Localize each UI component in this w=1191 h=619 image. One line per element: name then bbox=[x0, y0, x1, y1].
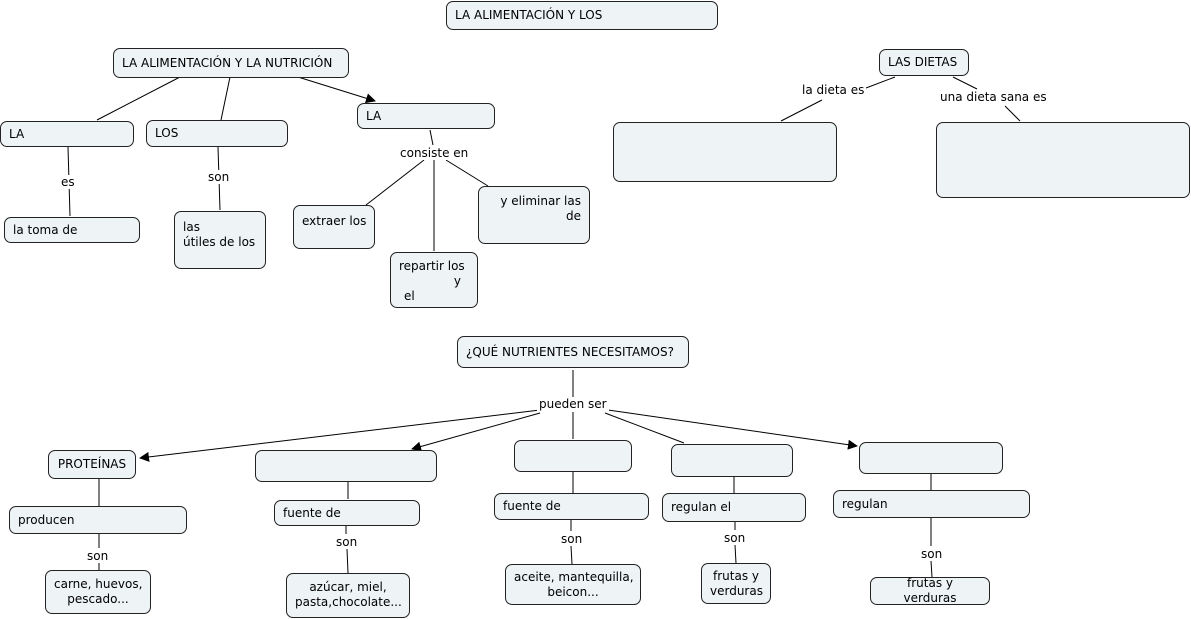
concept-text: extraer los bbox=[302, 214, 367, 228]
concept-pregunta-nutrientes[interactable]: ¿QUÉ NUTRIENTES NECESITAMOS? bbox=[457, 336, 689, 368]
concept-carne-huevos[interactable]: carne, huevos, pescado... bbox=[45, 570, 151, 614]
concept-nutrient-empty[interactable] bbox=[671, 444, 793, 477]
concept-dieta-sana-empty[interactable] bbox=[936, 122, 1190, 198]
concept-text: LAS DIETAS bbox=[888, 55, 958, 69]
link-label-son: son bbox=[919, 547, 945, 561]
concept-text: frutas y bbox=[713, 569, 759, 583]
concept-aceite-mantequilla[interactable]: aceite, mantequilla, beicon... bbox=[505, 564, 641, 605]
concept-text: fuente de bbox=[503, 499, 561, 513]
concept-text: LA ALIMENTACIÓN Y LA NUTRICIÓN bbox=[122, 55, 333, 70]
connector-line bbox=[220, 76, 231, 121]
connector-line bbox=[865, 76, 896, 89]
concept-text: LOS bbox=[155, 126, 179, 140]
link-label-son: son bbox=[206, 170, 232, 184]
concept-text: útiles de los bbox=[183, 235, 256, 249]
concept-regulan-el[interactable]: regulan el bbox=[662, 493, 806, 522]
concept-la-left[interactable]: LA bbox=[0, 121, 134, 147]
connector-line bbox=[607, 409, 858, 450]
connector-line bbox=[930, 560, 933, 578]
concept-text: frutas y verduras bbox=[903, 576, 957, 605]
concept-la-mid[interactable]: LA bbox=[357, 103, 495, 129]
connector-line bbox=[96, 76, 181, 121]
connector-line bbox=[346, 548, 349, 574]
concept-dieta-empty[interactable] bbox=[613, 122, 837, 182]
concept-text: fuente de bbox=[283, 505, 341, 520]
concept-text: verduras bbox=[710, 584, 763, 598]
concept-repartir[interactable]: repartir los y el bbox=[390, 252, 478, 308]
concept-alimentacion-nutricion[interactable]: LA ALIMENTACIÓN Y LA NUTRICIÓN bbox=[113, 48, 349, 78]
concept-regulan[interactable]: regulan bbox=[833, 490, 1030, 518]
concept-text: PROTEÍNAS bbox=[57, 457, 127, 471]
concept-fuente-de[interactable]: fuente de bbox=[494, 493, 649, 520]
concept-nutrient-empty[interactable] bbox=[255, 450, 437, 482]
connector-line bbox=[297, 76, 376, 104]
link-label-son: son bbox=[334, 535, 360, 549]
concept-text: y bbox=[453, 274, 461, 288]
concept-title-text: LA ALIMENTACIÓN Y LOS bbox=[455, 8, 603, 22]
link-label-la-dieta-es: la dieta es bbox=[800, 83, 867, 97]
concept-nutrient-empty[interactable] bbox=[859, 442, 1003, 474]
connector-line bbox=[139, 409, 541, 462]
link-label-son: son bbox=[85, 549, 111, 563]
link-label-consiste-en: consiste en bbox=[398, 146, 471, 160]
connector-line bbox=[365, 159, 425, 206]
concept-la-toma-de[interactable]: la toma de bbox=[4, 217, 140, 243]
concept-azucar-miel[interactable]: azúcar, miel, pasta,chocolate... bbox=[286, 573, 410, 618]
concept-text: carne, huevos, bbox=[54, 577, 143, 591]
link-label-son: son bbox=[722, 531, 748, 545]
concept-text: las bbox=[183, 220, 200, 234]
concept-text: LA bbox=[9, 126, 25, 141]
concept-text: regulan el bbox=[671, 500, 732, 514]
concept-text: pescado... bbox=[67, 592, 129, 606]
concept-las-dietas[interactable]: LAS DIETAS bbox=[879, 49, 969, 76]
concept-text: de bbox=[566, 209, 581, 223]
connector-line bbox=[780, 99, 823, 122]
concept-frutas-verduras[interactable]: frutas y verduras bbox=[870, 576, 990, 605]
concept-text: y eliminar las bbox=[500, 194, 581, 208]
concept-frutas-verduras[interactable]: frutas y verduras bbox=[701, 563, 771, 604]
connector-line bbox=[1004, 105, 1021, 122]
connector-line bbox=[604, 412, 685, 444]
concept-title[interactable]: LA ALIMENTACIÓN Y LOS bbox=[446, 1, 718, 30]
concept-text: pasta,chocolate... bbox=[295, 595, 402, 609]
concept-text: regulan bbox=[842, 496, 888, 511]
concept-extraer[interactable]: extraer los bbox=[293, 205, 375, 249]
link-label-pueden-ser: pueden ser bbox=[537, 397, 609, 411]
concept-text: beicon... bbox=[547, 585, 599, 599]
concept-eliminar[interactable]: y eliminar las de bbox=[478, 186, 590, 244]
link-label-son: son bbox=[559, 532, 585, 546]
concept-text: el bbox=[404, 289, 415, 303]
concept-text: ¿QUÉ NUTRIENTES NECESITAMOS? bbox=[466, 344, 674, 359]
link-label-es: es bbox=[59, 175, 77, 189]
concept-fuente-de[interactable]: fuente de bbox=[274, 500, 420, 526]
connector-line bbox=[411, 412, 541, 452]
concept-los[interactable]: LOS bbox=[146, 120, 288, 147]
connector-line bbox=[734, 544, 737, 564]
concept-text: LA bbox=[366, 108, 382, 123]
connector-line bbox=[570, 545, 573, 565]
concept-text: la toma de bbox=[13, 222, 78, 237]
concept-nutrient-empty[interactable] bbox=[514, 440, 632, 472]
concept-text: aceite, mantequilla, bbox=[514, 570, 634, 584]
concept-utiles[interactable]: las útiles de los bbox=[174, 211, 266, 269]
concept-proteinas[interactable]: PROTEÍNAS bbox=[48, 450, 136, 479]
connector-line bbox=[445, 159, 489, 187]
concept-text: producen bbox=[18, 512, 75, 527]
concept-text: repartir los bbox=[399, 259, 465, 273]
concept-text: azúcar, miel, bbox=[309, 580, 387, 594]
concept-producen[interactable]: producen bbox=[9, 506, 187, 534]
connector-line bbox=[952, 76, 978, 90]
link-label-una-dieta-sana-es: una dieta sana es bbox=[938, 90, 1049, 104]
connector-line bbox=[429, 129, 434, 146]
